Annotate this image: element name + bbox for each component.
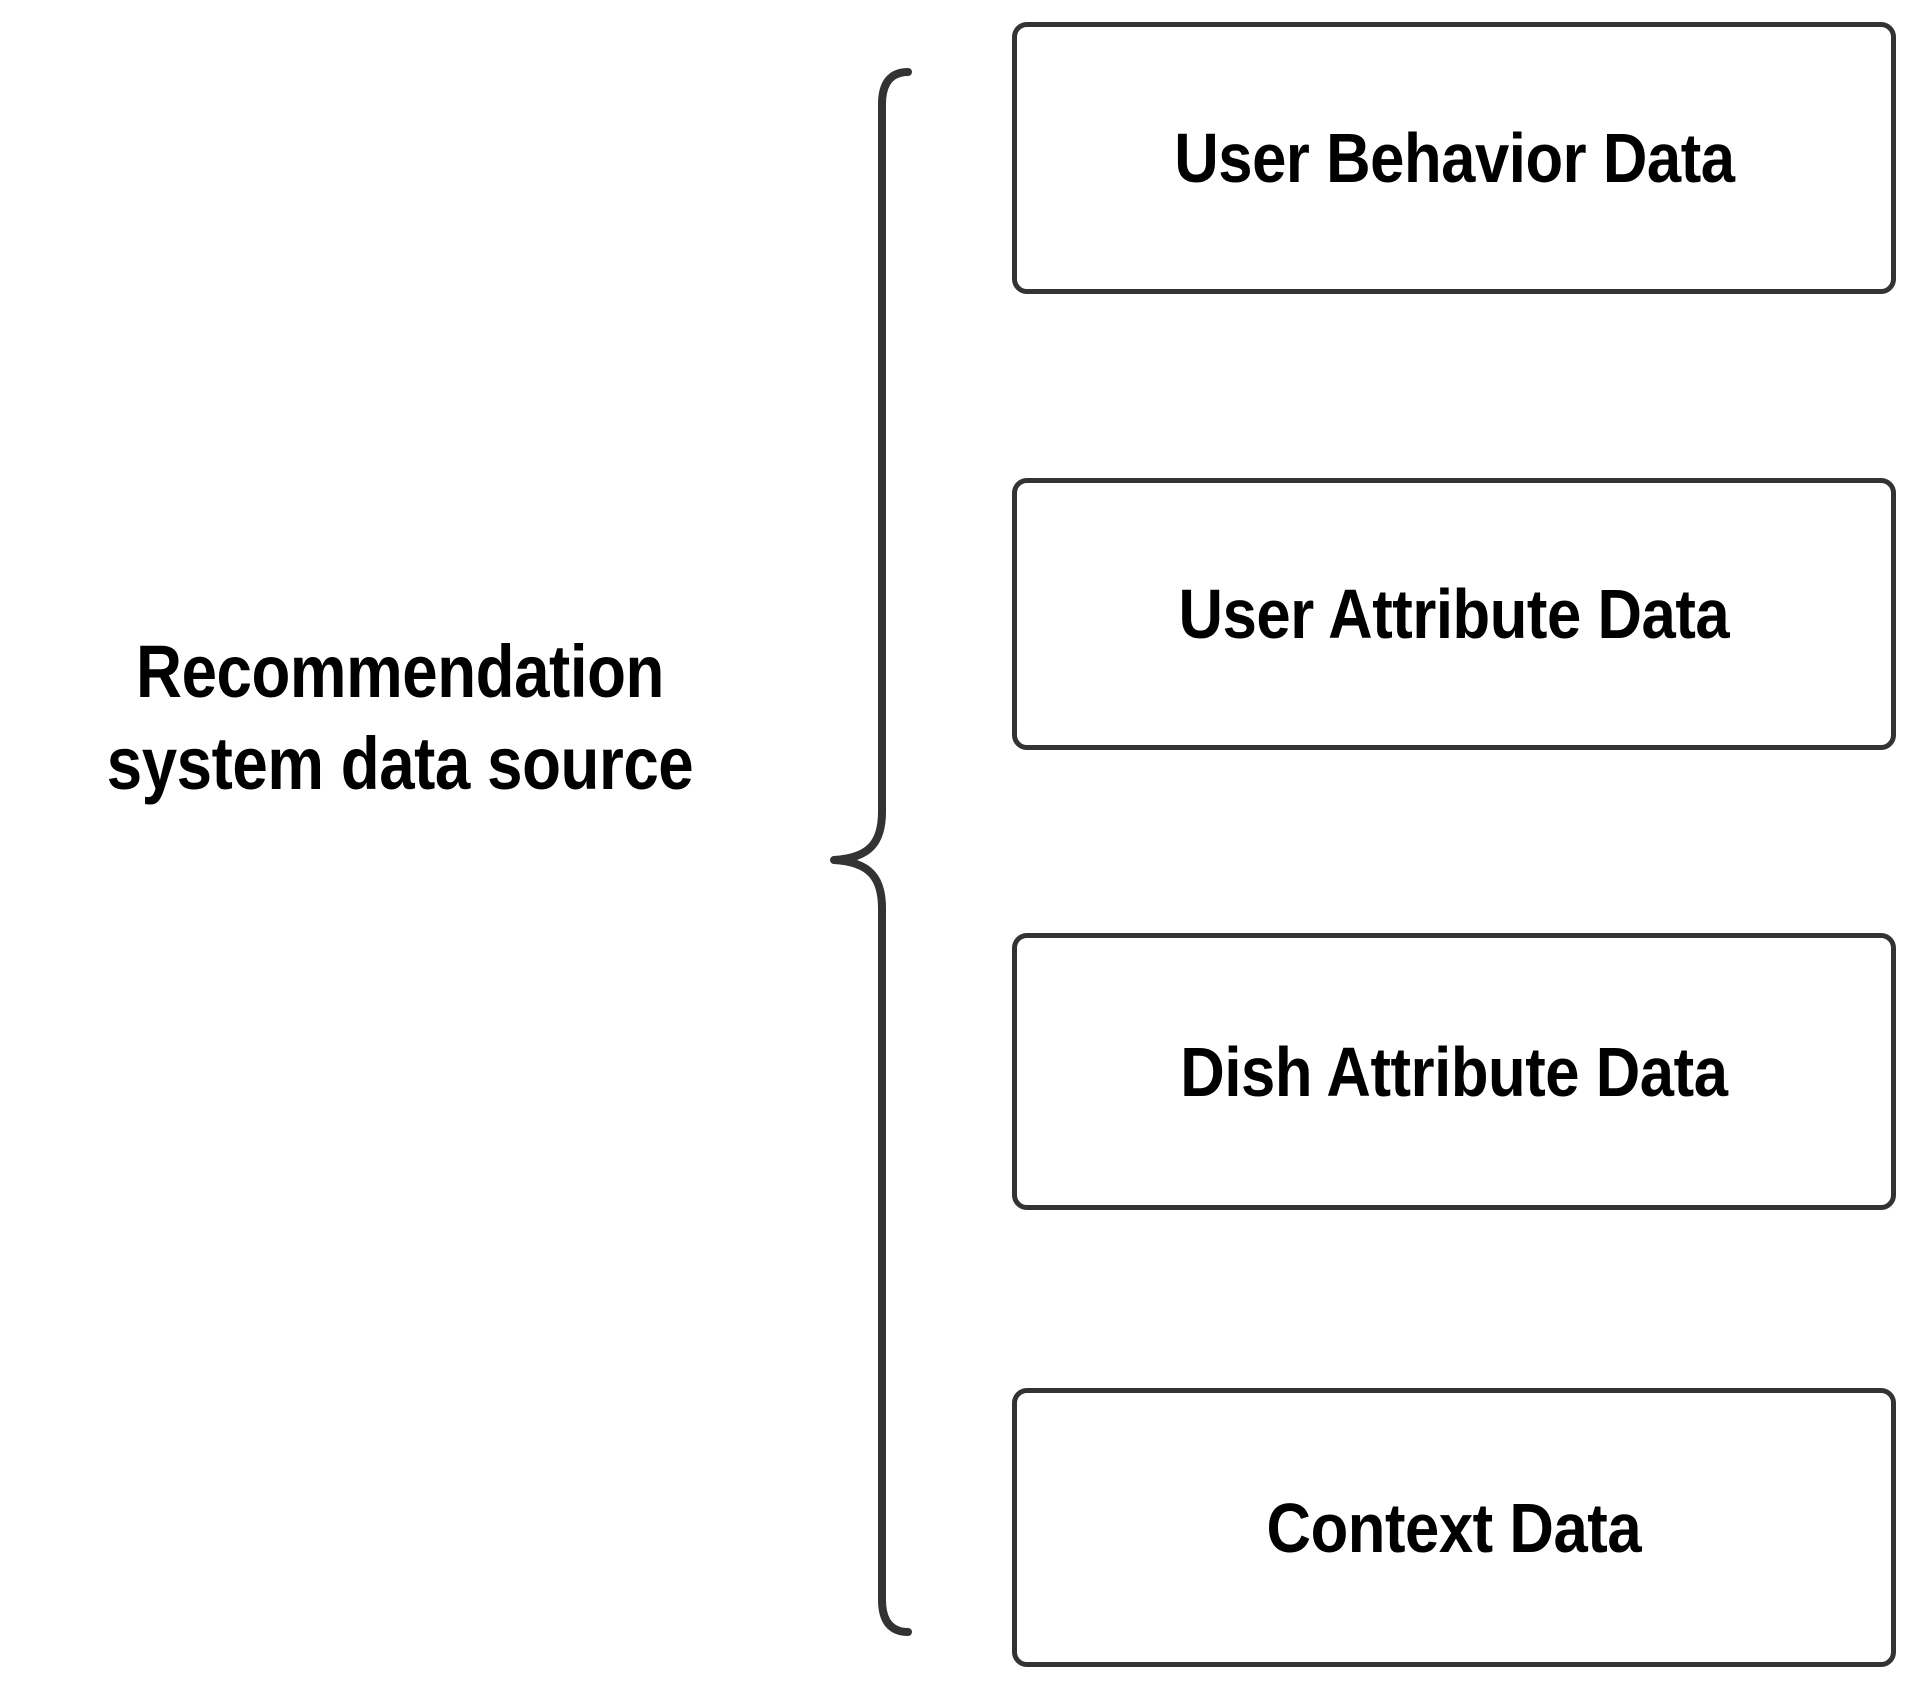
- node-label-dish-attribute: Dish Attribute Data: [1180, 1032, 1728, 1111]
- node-box-user-behavior[interactable]: User Behavior Data: [1012, 22, 1896, 294]
- node-box-context[interactable]: Context Data: [1012, 1388, 1896, 1667]
- node-label-user-behavior: User Behavior Data: [1173, 119, 1735, 197]
- node-label-context: Context Data: [1266, 1488, 1642, 1567]
- node-label-user-attribute: User Attribute Data: [1178, 575, 1730, 653]
- right-curly-brace-icon: [812, 52, 942, 1652]
- curly-brace-connector: [812, 52, 942, 1652]
- source-label-line-2: system data source: [106, 722, 694, 805]
- source-label-line-1: Recommendation: [136, 630, 664, 713]
- source-label: Recommendation system data source: [56, 626, 744, 810]
- node-box-user-attribute[interactable]: User Attribute Data: [1012, 478, 1896, 750]
- node-box-dish-attribute[interactable]: Dish Attribute Data: [1012, 933, 1896, 1210]
